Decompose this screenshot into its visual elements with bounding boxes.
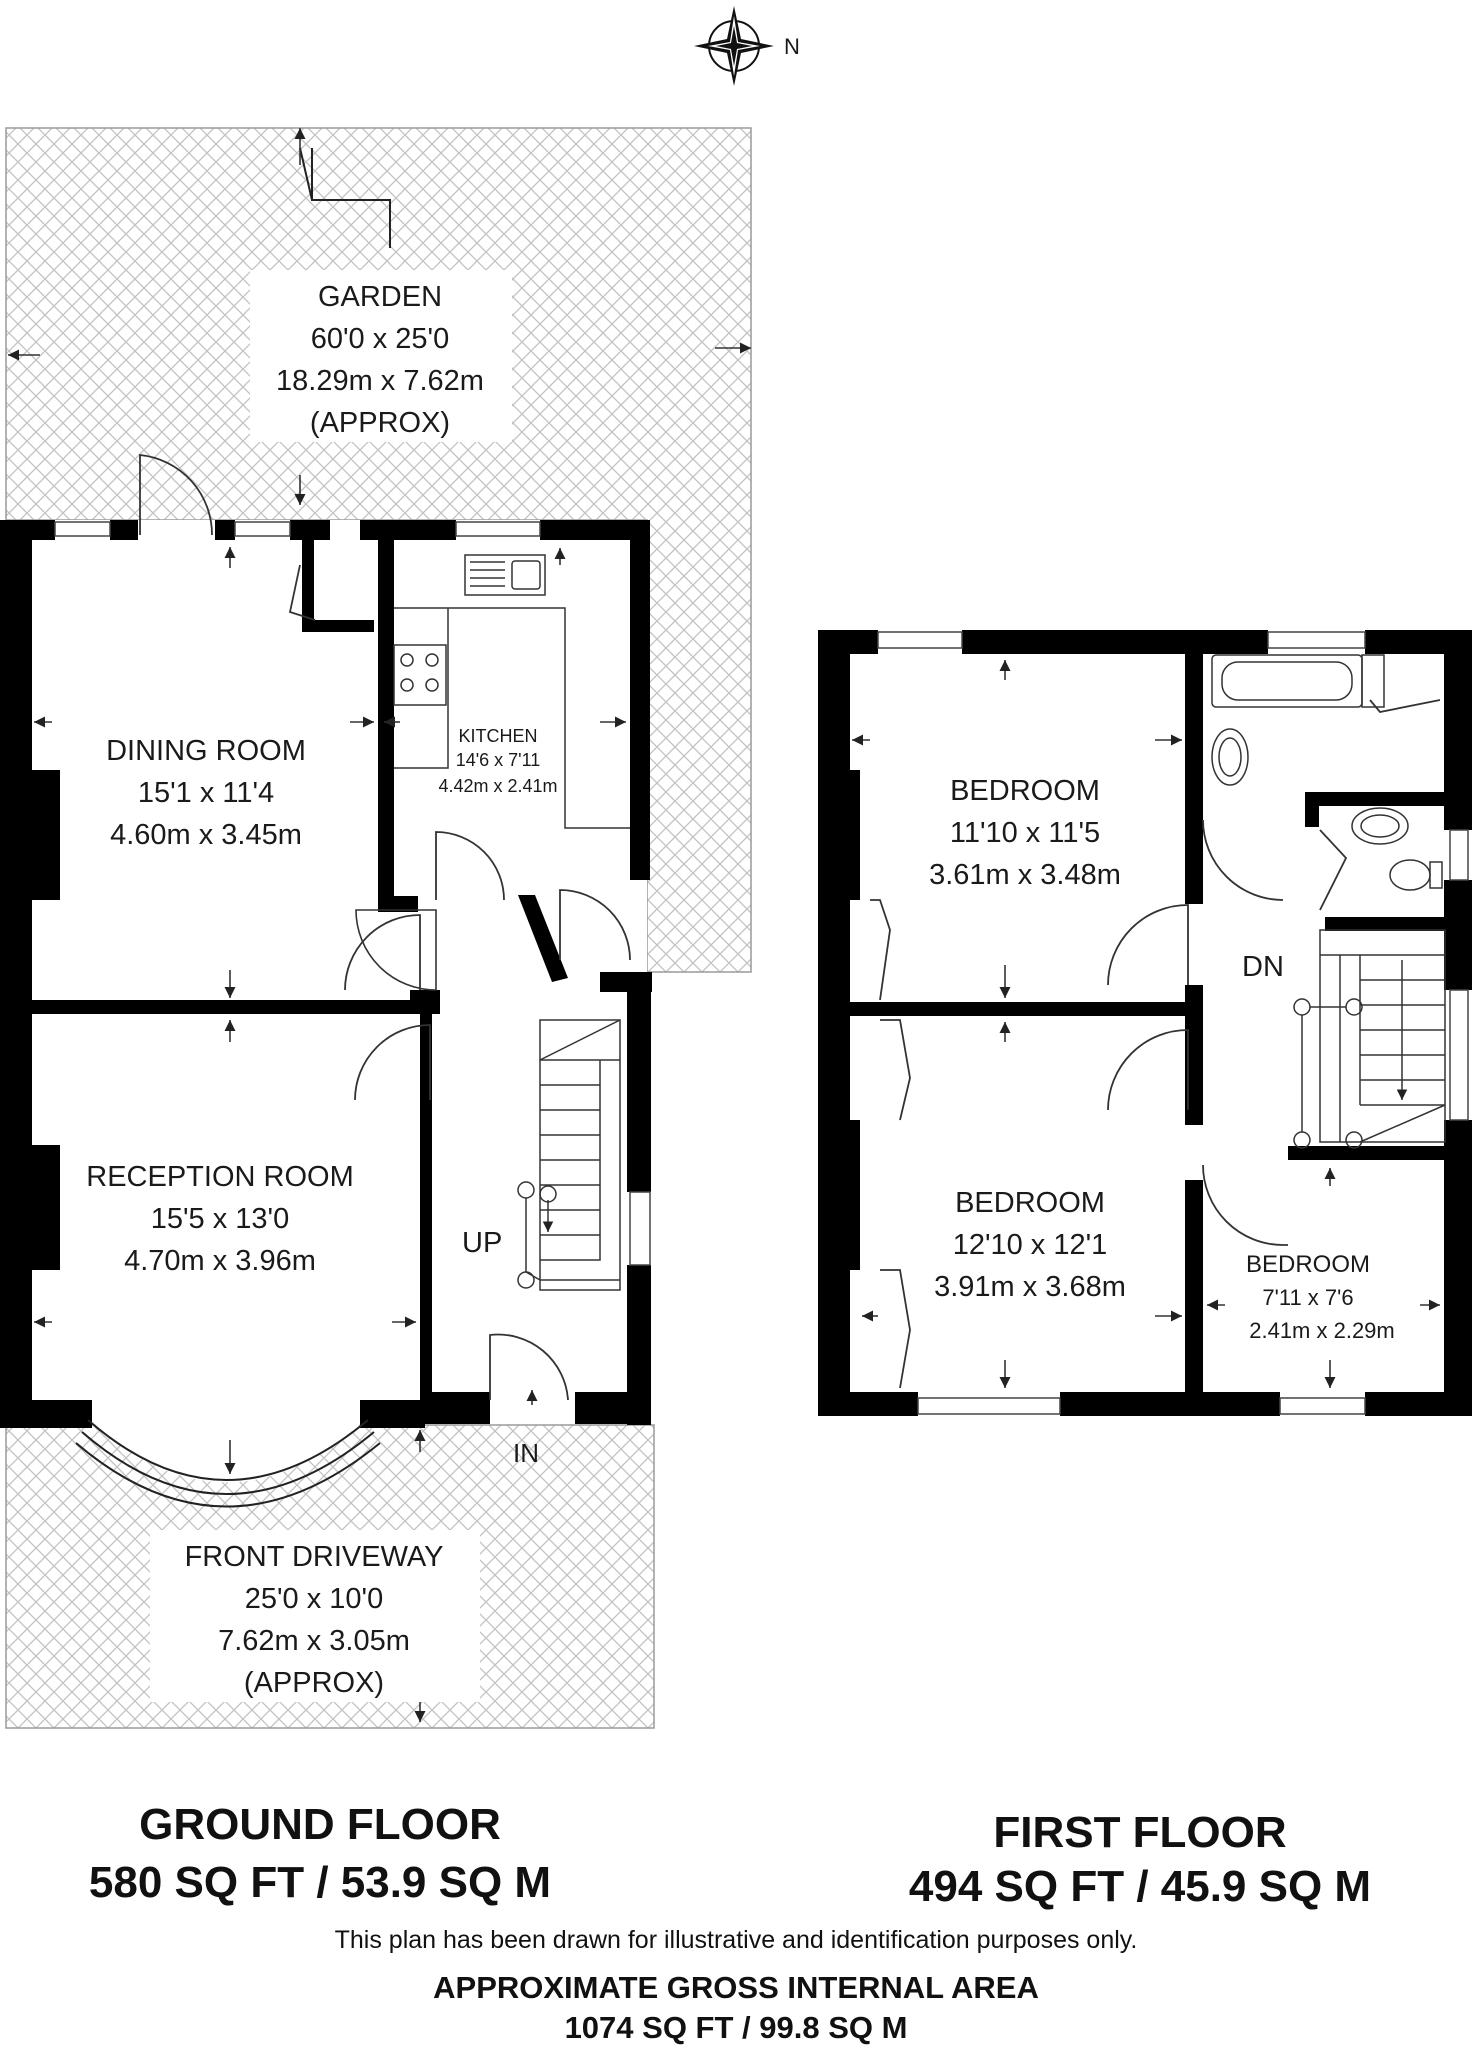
bedroom-2-door: [1107, 1029, 1189, 1111]
sink-icon: [464, 554, 546, 596]
reception-room-imperial: 15'5 x 13'0: [151, 1203, 289, 1235]
bedroom-1-wardrobe: [870, 899, 891, 1001]
first-floor-stairs: [1293, 929, 1446, 1149]
first-floor-title: FIRST FLOOR: [993, 1808, 1287, 1857]
first-floor-area: 494 SQ FT / 45.9 SQ M: [908, 1862, 1372, 1911]
bedroom-2-label: BEDROOM 12'10 x 12'1 3.91m x 3.68m: [934, 1187, 1126, 1303]
garden-name: GARDEN: [318, 281, 442, 313]
bedroom-3-door: [1202, 1164, 1288, 1246]
bedroom-2-name: BEDROOM: [955, 1187, 1105, 1219]
dining-room-metric: 4.60m x 3.45m: [110, 819, 302, 851]
toilet-icon: [1389, 859, 1431, 891]
ground-floor-windows: [54, 521, 651, 1266]
reception-room-name: RECEPTION ROOM: [86, 1161, 353, 1193]
bedroom-3-label: BEDROOM 7'11 x 7'6 2.41m x 2.29m: [1246, 1251, 1395, 1343]
kitchen-label: KITCHEN 14'6 x 7'11 4.42m x 2.41m: [438, 726, 557, 796]
dining-to-hall-door: [344, 914, 421, 991]
front-driveway-imperial: 25'0 x 10'0: [245, 1583, 383, 1615]
bathroom-door: [1202, 819, 1284, 901]
first-floor-dimension-arrows: [852, 660, 1440, 1388]
ground-floor-walls: [0, 520, 652, 1428]
bedroom-3-name: BEDROOM: [1246, 1251, 1370, 1278]
ground-floor: GARDEN 60'0 x 25'0 18.29m x 7.62m (APPRO…: [0, 127, 752, 1729]
back-door: [559, 889, 631, 961]
compass: N: [694, 6, 800, 86]
wc-basin-icon: [1351, 807, 1409, 845]
garden-label: GARDEN 60'0 x 25'0 18.29m x 7.62m (APPRO…: [276, 281, 484, 439]
gross-area-title: APPROXIMATE GROSS INTERNAL AREA: [433, 1970, 1039, 2005]
ground-floor-doors: [139, 454, 631, 1401]
basin-icon: [1211, 728, 1249, 786]
front-driveway-name: FRONT DRIVEWAY: [185, 1541, 444, 1573]
bedroom-2-metric: 3.91m x 3.68m: [934, 1271, 1126, 1303]
compass-star-core: [716, 26, 752, 66]
bedroom-1-door: [1107, 904, 1189, 986]
front-driveway-label: FRONT DRIVEWAY 25'0 x 10'0 7.62m x 3.05m…: [185, 1541, 444, 1699]
dining-room-name: DINING ROOM: [106, 735, 306, 767]
kitchen-fittings: [393, 554, 630, 829]
ground-floor-interior: [14, 520, 647, 1420]
kitchen-name: KITCHEN: [458, 726, 537, 746]
bedroom-1-imperial: 11'10 x 11'5: [950, 817, 1100, 849]
compass-north-label: N: [784, 34, 800, 59]
first-floor-doors: [870, 699, 1441, 1389]
cupboard-door: [288, 564, 316, 621]
garden-label-background: [250, 270, 512, 442]
bedroom-2-wardrobe-1: [880, 1019, 911, 1121]
reception-door: [354, 1024, 431, 1101]
garden-gate: [299, 147, 391, 248]
reception-room-label: RECEPTION ROOM 15'5 x 13'0 4.70m x 3.96m: [86, 1161, 353, 1277]
entrance-label: IN: [513, 1438, 539, 1468]
ground-floor-title: GROUND FLOOR: [139, 1800, 501, 1849]
bathroom-fittings: [1211, 654, 1443, 891]
wc-door: [1319, 829, 1348, 911]
bedroom-1-metric: 3.61m x 3.48m: [929, 859, 1121, 891]
ground-floor-stairs: [517, 1019, 621, 1291]
bedroom-1-name: BEDROOM: [950, 775, 1100, 807]
bedroom-2-imperial: 12'10 x 12'1: [953, 1229, 1108, 1261]
bedroom-2-wardrobe-2: [880, 1269, 911, 1389]
bay-window: [75, 1419, 381, 1508]
gross-area-value: 1074 SQ FT / 99.8 SQ M: [564, 2010, 908, 2045]
garden-note: (APPROX): [310, 407, 450, 439]
first-floor-walls: [818, 630, 1472, 1416]
bathroom-cupboard-door: [1369, 699, 1441, 713]
bedroom-3-metric: 2.41m x 2.29m: [1249, 1318, 1395, 1343]
dining-room-imperial: 15'1 x 11'4: [138, 777, 274, 809]
hob-icon: [393, 644, 447, 706]
front-door: [489, 1333, 569, 1401]
kitchen-door: [435, 831, 505, 901]
dining-door: [355, 909, 437, 991]
first-floor-windows: [877, 631, 1469, 1415]
garden-imperial: 60'0 x 25'0: [311, 323, 449, 355]
garden-metric: 18.29m x 7.62m: [276, 365, 484, 397]
bedroom-1-label: BEDROOM 11'10 x 11'5 3.61m x 3.48m: [929, 775, 1121, 891]
ground-floor-stairs-label: UP: [462, 1227, 502, 1259]
dining-rear-door: [139, 454, 213, 536]
first-floor-stairs-label: DN: [1242, 951, 1284, 983]
reception-room-metric: 4.70m x 3.96m: [124, 1245, 316, 1277]
first-floor: BEDROOM 11'10 x 11'5 3.61m x 3.48m DN BE…: [818, 630, 1472, 1416]
driveway-label-background: [150, 1530, 480, 1702]
kitchen-metric: 4.42m x 2.41m: [438, 776, 557, 796]
bedroom-3-imperial: 7'11 x 7'6: [1262, 1285, 1353, 1310]
kitchen-imperial: 14'6 x 7'11: [456, 750, 541, 770]
ground-floor-area: 580 SQ FT / 53.9 SQ M: [88, 1858, 552, 1907]
dining-room-label: DINING ROOM 15'1 x 11'4 4.60m x 3.45m: [106, 735, 306, 851]
front-driveway-metric: 7.62m x 3.05m: [218, 1625, 410, 1657]
front-driveway-note: (APPROX): [244, 1667, 384, 1699]
disclaimer: This plan has been drawn for illustrativ…: [334, 1926, 1138, 1954]
